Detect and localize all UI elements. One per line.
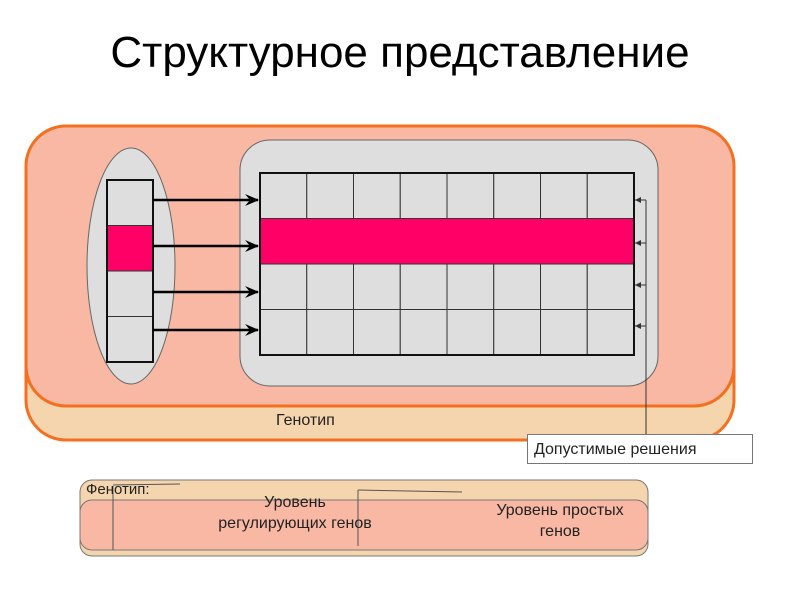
solution-cell bbox=[259, 263, 308, 310]
phenotype-label: Фенотип: bbox=[86, 481, 150, 498]
simple-genes-level: Уровень простых генов bbox=[470, 500, 650, 542]
solution-cell bbox=[399, 172, 448, 219]
solution-cell bbox=[353, 309, 401, 356]
solutions-label: Допустимые решения bbox=[527, 434, 753, 464]
solution-cell bbox=[306, 263, 354, 310]
solution-cell bbox=[586, 263, 635, 310]
solution-cell bbox=[493, 309, 541, 356]
solution-cell bbox=[446, 309, 495, 356]
solution-cell bbox=[446, 172, 495, 219]
solution-cell bbox=[586, 309, 635, 356]
solution-cell bbox=[493, 172, 541, 219]
chromosome-gene-cell bbox=[106, 316, 154, 363]
solution-cell bbox=[306, 309, 354, 356]
regulatory-genes-level: Уровень регулирующих генов bbox=[190, 492, 400, 534]
solution-cell bbox=[353, 172, 401, 219]
solution-cell bbox=[493, 263, 541, 310]
solution-cell bbox=[259, 172, 308, 219]
highlighted-solution-row bbox=[259, 218, 635, 265]
simple-line-2: генов bbox=[539, 523, 581, 540]
chromosome-column bbox=[106, 179, 154, 363]
chromosome-gene-cell bbox=[106, 270, 154, 317]
simple-line-1: Уровень простых bbox=[496, 502, 624, 519]
chromosome-outline bbox=[106, 179, 154, 363]
solution-cell bbox=[399, 263, 448, 310]
phenotype-panel bbox=[79, 499, 649, 551]
solution-cell bbox=[259, 309, 308, 356]
slide-title: Структурное представление bbox=[110, 28, 690, 77]
solution-cell bbox=[540, 309, 588, 356]
solution-cell bbox=[399, 309, 448, 356]
gene-arrows bbox=[153, 194, 259, 336]
solution-cell bbox=[446, 263, 495, 310]
chromosome-gene-cell bbox=[106, 179, 154, 226]
solution-cell bbox=[306, 172, 354, 219]
chromosome-gene-cell bbox=[106, 225, 154, 272]
phenotype-overline-2 bbox=[357, 489, 463, 493]
genotype-label: Генотип bbox=[276, 412, 335, 429]
solutions-grid bbox=[259, 172, 635, 356]
solutions-bracket bbox=[635, 197, 647, 434]
regulatory-line-1: Уровень bbox=[264, 494, 326, 511]
regulatory-line-2: регулирующих генов bbox=[218, 515, 372, 532]
solution-cell bbox=[586, 172, 635, 219]
grid-outline bbox=[259, 172, 635, 356]
solution-cell bbox=[540, 172, 588, 219]
solution-cell bbox=[540, 263, 588, 310]
solution-cell bbox=[353, 263, 401, 310]
phenotype-overline-1 bbox=[112, 483, 181, 486]
